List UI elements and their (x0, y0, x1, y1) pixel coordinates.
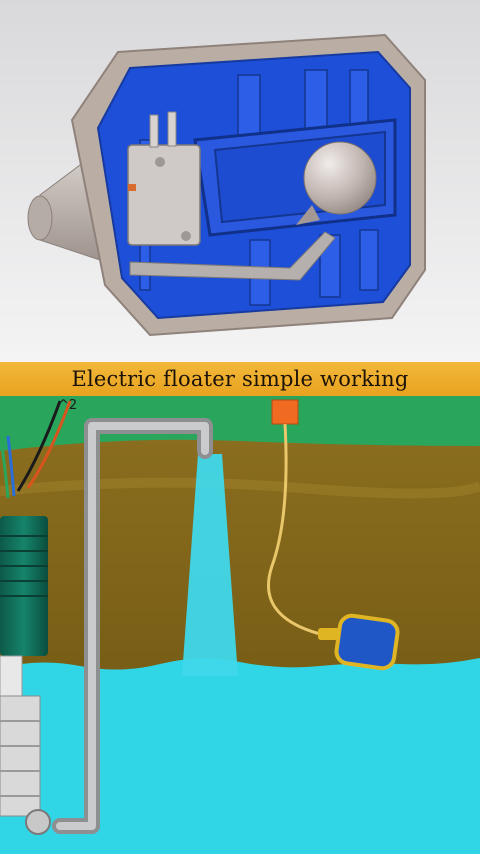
micro-switch-icon (127, 111, 201, 246)
cable-float-switch-icon (267, 399, 400, 671)
float-ball-icon (296, 141, 377, 225)
float-switch-cutaway-illustration (0, 0, 480, 362)
title-banner: Electric floater simple working (0, 362, 480, 396)
lever-arm (129, 231, 336, 281)
water-stream (182, 454, 238, 676)
wire-label: ^2 (58, 398, 78, 413)
water-pump-icon (0, 516, 51, 835)
water-tank-level (0, 658, 480, 854)
power-wires (0, 400, 72, 499)
banner-title: Electric floater simple working (71, 367, 409, 391)
pump-tank-illustration (0, 396, 480, 854)
delivery-pipe (52, 418, 213, 834)
